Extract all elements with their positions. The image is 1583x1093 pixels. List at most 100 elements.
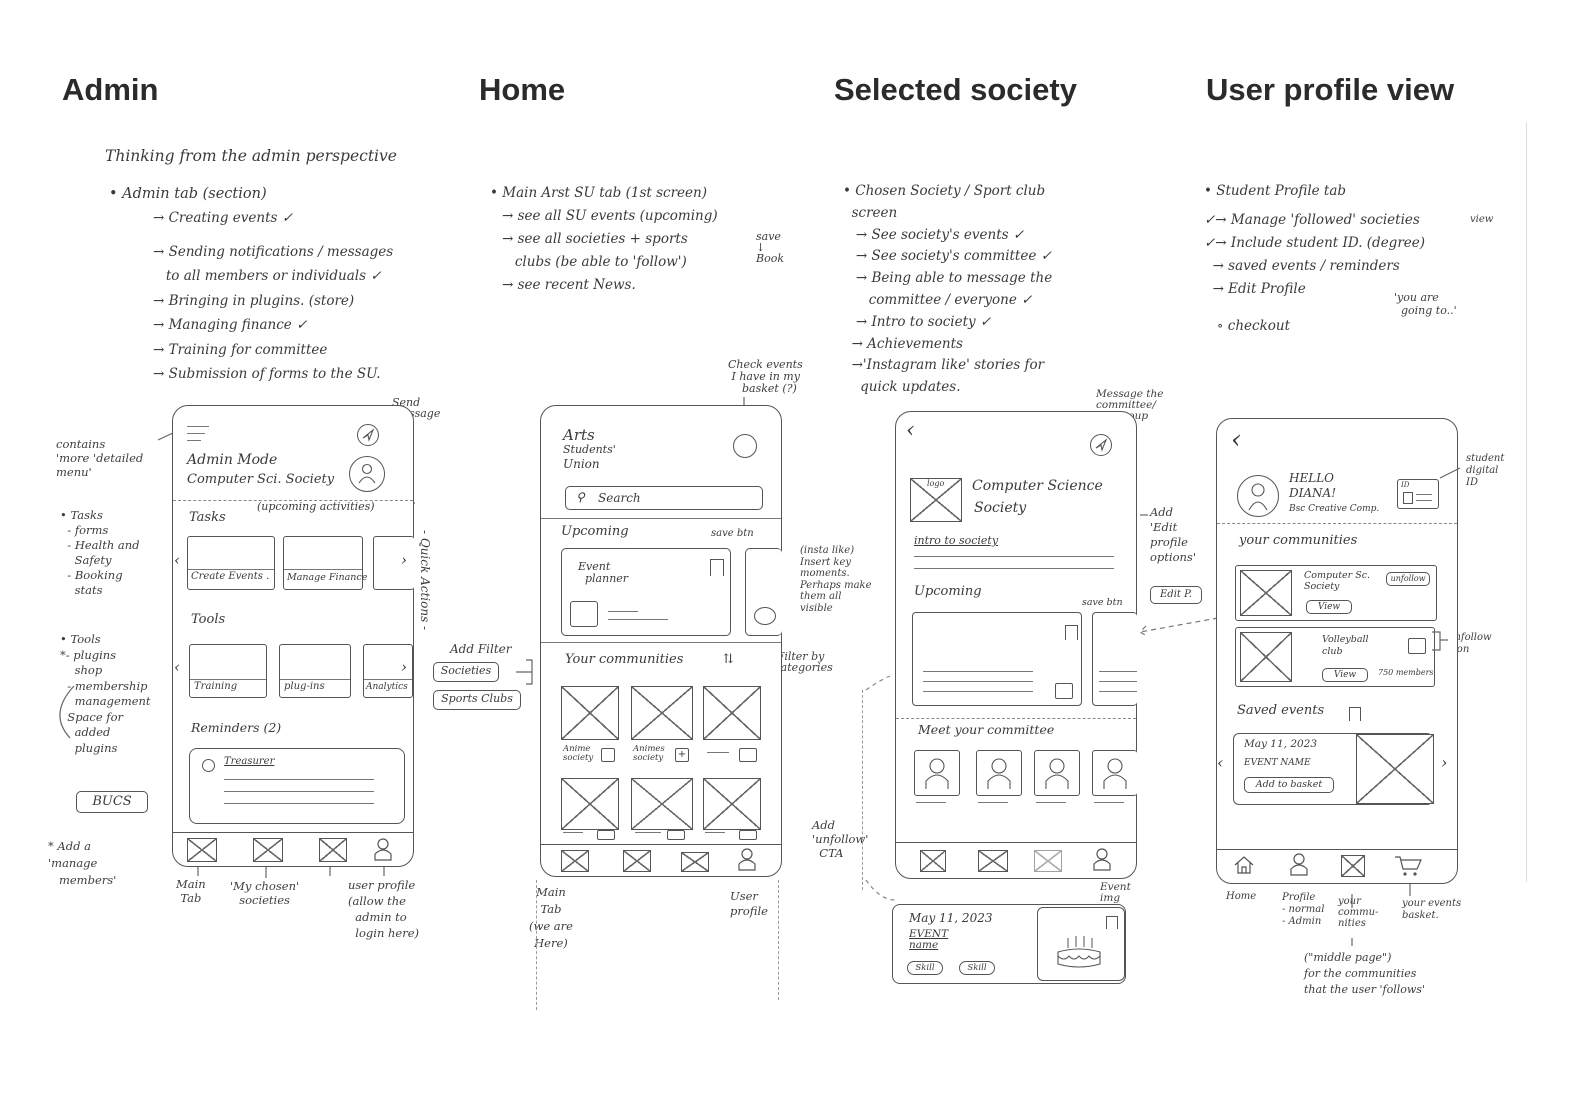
follow-icon[interactable] (601, 748, 615, 762)
task-card-create-events[interactable]: Create Events . (187, 536, 275, 590)
community-card-computer-sc[interactable]: Computer Sc. Society unfollow View (1235, 565, 1437, 621)
tool-card-analytics[interactable]: Analytics (363, 644, 413, 698)
search-input[interactable]: ⚲ Search (565, 486, 763, 510)
upcoming-event-card[interactable]: Event planner (561, 548, 731, 636)
community-tile[interactable] (703, 778, 761, 830)
community-tile[interactable] (561, 778, 619, 830)
add-icon[interactable]: + (675, 748, 689, 762)
main-tab-icon[interactable] (920, 850, 946, 872)
user-profile-icon[interactable] (737, 848, 757, 871)
tool-card-training[interactable]: Training (189, 644, 267, 698)
committee-member-avatar[interactable] (1034, 750, 1080, 796)
basket-icon[interactable] (733, 434, 757, 458)
avatar[interactable] (1237, 475, 1279, 517)
next-icon[interactable] (667, 830, 685, 840)
admin-user-profile-note: user profile (allow the admin to login h… (348, 878, 420, 940)
home-note-item: → see recent News. (502, 277, 636, 293)
communities-tab-note: your commu- nities (1338, 896, 1379, 929)
task-card-partial[interactable] (373, 536, 414, 590)
add-to-basket-button[interactable]: Add to basket (1244, 777, 1334, 793)
community-tile[interactable] (703, 686, 761, 740)
going-to-note: 'you are going to..' (1394, 291, 1457, 317)
basket-icon[interactable] (1393, 855, 1423, 877)
chevron-right-icon[interactable]: › (401, 658, 407, 676)
community-card-volleyball[interactable]: Volleyball club View 750 members (1235, 627, 1435, 687)
committee-member-avatar[interactable] (914, 750, 960, 796)
event-detail-card[interactable]: May 11, 2023 EVENT name Skill Skill (892, 904, 1126, 984)
unfollow-icon[interactable] (1408, 638, 1426, 654)
home-note-item: → see all SU events (upcoming) (502, 208, 718, 224)
admin-tasks-list: • Tasks - forms - Health and Safety - Bo… (60, 508, 140, 597)
communities-icon[interactable] (1341, 855, 1365, 877)
main-tab-icon[interactable] (187, 838, 217, 862)
tab-icon[interactable] (623, 850, 651, 872)
bookmark-icon[interactable] (1065, 625, 1078, 640)
chevron-right-icon[interactable]: › (1441, 753, 1448, 772)
edit-profile-button[interactable]: Edit P. (1150, 586, 1202, 604)
admin-note-item: to all members or individuals ✓ (153, 268, 382, 284)
next-icon[interactable] (597, 830, 615, 840)
society-name-line1: Computer Science (972, 478, 1103, 494)
chevron-left-icon[interactable]: ‹ (174, 551, 180, 569)
members-count: 750 members (1378, 668, 1434, 677)
committee-member-avatar[interactable] (976, 750, 1022, 796)
chevron-left-icon[interactable]: ‹ (1217, 753, 1224, 772)
selected-event-card[interactable] (912, 612, 1082, 706)
send-message-icon[interactable] (357, 424, 379, 446)
filter-societies-button[interactable]: Societies (433, 662, 499, 682)
committee-member-avatar[interactable] (1092, 750, 1137, 796)
selected-upcoming-label: Upcoming (914, 584, 982, 599)
community-tile[interactable] (561, 686, 619, 740)
tab-icon[interactable] (1034, 850, 1062, 872)
home-note-item: • Main Arst SU tab (1st screen) (490, 185, 707, 201)
upcoming-event-card-partial[interactable] (745, 548, 782, 636)
task-card-manage-finance[interactable]: Manage Finance (283, 536, 367, 590)
community-tile[interactable] (631, 778, 693, 830)
next-icon[interactable] (739, 748, 757, 762)
your-communities-label: your communities (1239, 533, 1358, 548)
reminder-card[interactable]: Treasurer (189, 748, 405, 824)
back-icon[interactable]: ‹ (906, 418, 915, 443)
bucs-button[interactable]: BUCS (76, 791, 148, 813)
selected-notes: • Chosen Society / Sport club screen → S… (843, 181, 1173, 399)
view-button[interactable]: View (1306, 600, 1352, 614)
tool-card-plugins[interactable]: plug-ins (279, 644, 351, 698)
degree-label: Bsc Creative Comp. (1289, 504, 1380, 514)
tab-icon[interactable] (681, 852, 709, 872)
filter-sports-clubs-button[interactable]: Sports Clubs (433, 690, 521, 710)
admin-main-tab-note: Main Tab (176, 877, 206, 905)
user-profile-icon[interactable] (373, 838, 393, 861)
intro-to-society: intro to society (914, 534, 999, 547)
filter-icon[interactable]: ⇅ (723, 652, 734, 667)
home-icon[interactable] (1233, 855, 1255, 875)
selected-note-item: committee / everyone ✓ (843, 291, 1033, 308)
unfollow-button[interactable]: unfollow (1386, 572, 1430, 586)
main-tab-icon[interactable] (561, 850, 589, 872)
heading-admin: Admin (62, 72, 159, 107)
digital-id-note: student digital ID (1466, 453, 1505, 488)
profile-icon[interactable] (1289, 853, 1309, 876)
tab-icon[interactable] (978, 850, 1008, 872)
bookmark-icon[interactable] (710, 559, 724, 576)
save-book-note: save ↓ Book (756, 230, 784, 265)
chevron-left-icon[interactable]: ‹ (174, 658, 180, 676)
admin-note-item: → Submission of forms to the SU. (153, 366, 381, 382)
saved-event-card[interactable]: May 11, 2023 EVENT NAME Add to basket (1233, 733, 1434, 805)
user-profile-icon[interactable] (1092, 848, 1112, 871)
community-tile[interactable] (631, 686, 693, 740)
selected-event-card-partial[interactable] (1092, 612, 1137, 706)
tab-icon[interactable] (319, 838, 347, 862)
chevron-right-icon[interactable]: › (401, 551, 407, 569)
send-message-icon[interactable] (1090, 434, 1112, 456)
next-icon[interactable] (1055, 683, 1073, 699)
menu-icon[interactable] (187, 426, 209, 441)
middle-page-note: ("middle page") for the communities that… (1304, 951, 1425, 996)
student-id-card[interactable]: ID (1397, 479, 1439, 509)
my-societies-icon[interactable] (253, 838, 283, 862)
back-icon[interactable]: ‹ (1231, 425, 1242, 455)
view-button[interactable]: View (1322, 668, 1368, 682)
scan-edge (1526, 122, 1527, 882)
next-icon[interactable] (739, 830, 757, 840)
avatar[interactable] (349, 456, 385, 492)
bookmark-icon[interactable] (1106, 916, 1118, 929)
